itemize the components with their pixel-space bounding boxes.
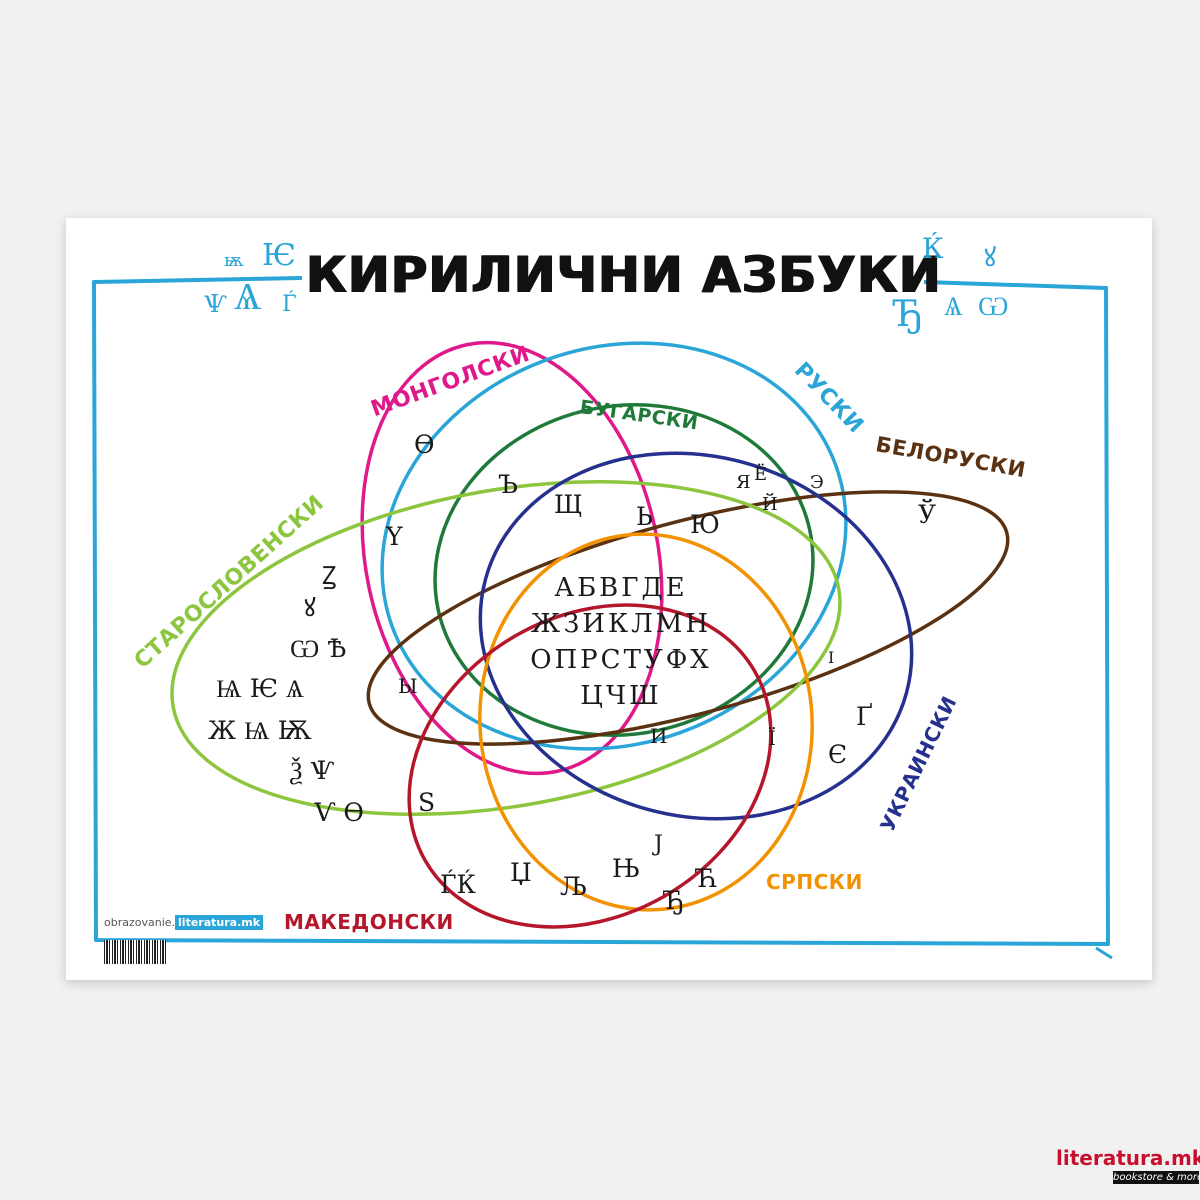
glyph: Ґ — [856, 702, 873, 731]
glyph: Ү — [386, 522, 403, 551]
glyph: Ө — [414, 430, 435, 459]
decor-letter: Ѓ — [282, 292, 297, 317]
glyph: Щ — [554, 490, 583, 519]
glyph: Й — [762, 494, 778, 515]
ellipse-ukrainian — [478, 451, 914, 821]
glyph: Э — [810, 472, 824, 493]
glyph: ꙋ — [304, 593, 316, 622]
decor-letter: Ѥ — [262, 238, 296, 273]
glyph: І — [828, 648, 835, 667]
publisher-domain: literatura.mk — [175, 915, 264, 930]
label-macedonian: МАКЕДОНСКИ — [284, 910, 454, 934]
glyph: Ѯ Ѱ — [290, 756, 335, 785]
common-letters-row: ЖЗИКЛМН — [530, 609, 712, 639]
ellipse-bulgarian — [433, 403, 815, 737]
ellipse-old-slavonic — [170, 479, 842, 817]
ellipse-russian — [380, 341, 848, 751]
decor-letter: Ѡ — [978, 292, 1009, 322]
glyph: Ѡ Ѣ — [290, 634, 347, 663]
glyph: Ѩ Ѥ Ѧ — [216, 674, 304, 703]
glyph: Ѵ Ѳ — [314, 798, 364, 827]
ellipse-serbian — [478, 532, 814, 912]
glyph: Њ — [612, 854, 640, 883]
decor-letter: Ѧ — [944, 292, 963, 322]
glyph: Ж Ѩ Ѭ — [208, 716, 312, 745]
publisher-logo: obrazovanie.literatura.mk — [104, 915, 264, 930]
decor-letter: Ѧ — [234, 274, 262, 318]
ellipse-belarusian — [366, 490, 1010, 746]
glyph: Ћ — [696, 864, 718, 893]
poster-frame — [92, 276, 1110, 946]
glyph: Љ — [560, 872, 588, 901]
glyph: Ё — [754, 464, 768, 485]
brand-tagline: bookstore & more — [1113, 1171, 1200, 1184]
glyph: Ї — [768, 726, 776, 750]
decor-letter: Ѱ — [204, 290, 227, 318]
barcode — [104, 940, 166, 964]
glyph: ЃЌ — [440, 870, 476, 899]
common-letters-row: АБВГДЕ — [554, 573, 688, 603]
common-letters-row: ЦЧШ — [580, 681, 662, 711]
poster-title: КИРИЛИЧНИ АЗБУКИ — [306, 246, 942, 304]
decor-letter: ꙋ — [984, 243, 997, 273]
publisher-prefix: obrazovanie. — [104, 916, 176, 929]
glyph: Ꙁ — [322, 561, 337, 590]
glyph: S — [418, 788, 436, 817]
glyph: Ј — [654, 832, 663, 857]
glyph: И — [650, 724, 668, 748]
glyph: Ь — [636, 502, 653, 531]
ellipse-macedonian — [407, 603, 773, 929]
glyph: Ў — [918, 500, 937, 529]
glyph: Џ — [510, 858, 532, 887]
common-letters-row: ОПРСТУФХ — [530, 645, 712, 675]
glyph: Я — [736, 472, 751, 493]
glyph: Ђ — [664, 886, 684, 915]
glyph: Є — [828, 740, 848, 769]
glyph: Ю — [690, 510, 720, 539]
decor-letter: ѭ — [224, 250, 245, 271]
venn-diagram — [92, 276, 1113, 960]
common-letters: АБВГДЕ ЖЗИКЛМН ОПРСТУФХ ЦЧШ — [496, 570, 746, 714]
poster: КИРИЛИЧНИ АЗБУКИ ѭ Ѥ Ѱ Ѧ Ѓ Ќ ꙋ Ђ Ѧ Ѡ МОН… — [66, 218, 1152, 980]
label-serbian: СРПСКИ — [766, 870, 863, 894]
glyph: Ъ — [498, 470, 518, 499]
decor-letter: Ќ — [922, 232, 944, 265]
glyph: Ы — [398, 674, 418, 698]
brand-logo: literatura.mk — [1056, 1146, 1200, 1170]
decor-letter: Ђ — [894, 294, 923, 335]
